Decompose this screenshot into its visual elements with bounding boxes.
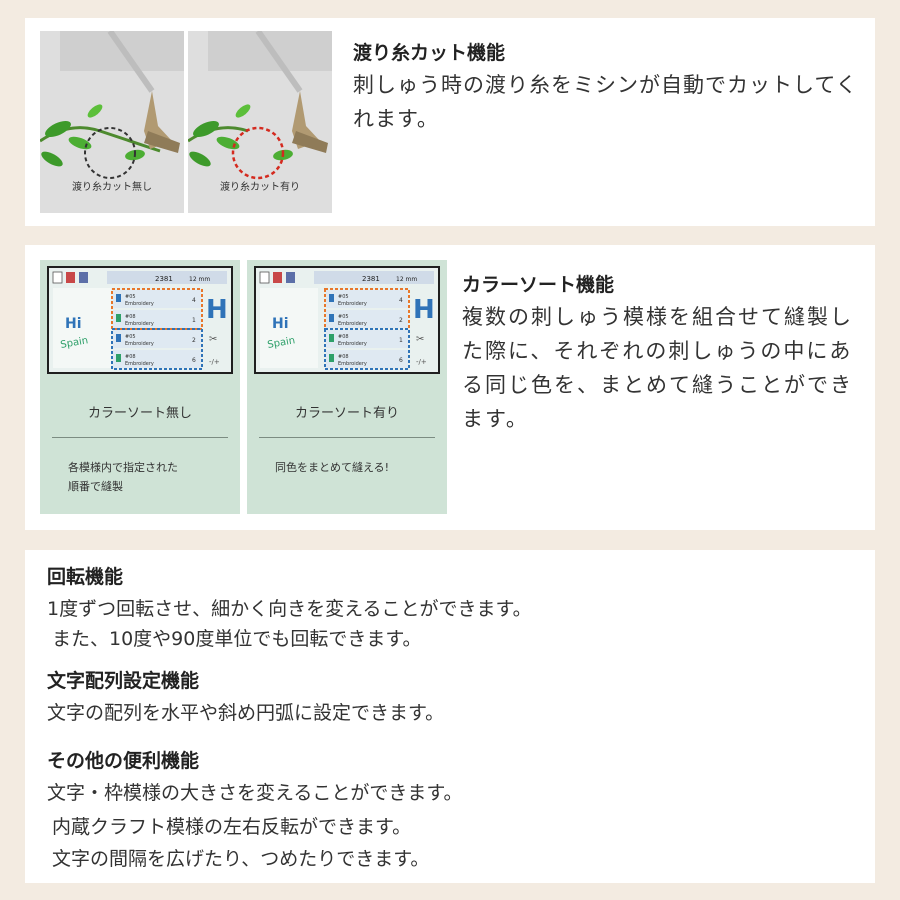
svg-text:4: 4 <box>192 297 196 304</box>
color-sort-on-panel: 2381 12 mm Hi Spain #05 Embroidery #05 <box>247 260 447 514</box>
thread-cut-off-photo: 渡り糸カット無し <box>40 31 184 213</box>
text-layout-title: 文字配列設定機能 <box>47 670 200 692</box>
svg-text:Embroidery: Embroidery <box>125 341 154 347</box>
misc-line-2: 内蔵クラフト模様の左右反転ができます。 <box>52 816 412 838</box>
panel-divider <box>259 437 435 438</box>
thread-cut-card: 渡り糸カット無し 渡り糸カット有り 渡り糸カット機能 刺しゅう時の渡り糸をミシン… <box>25 18 875 226</box>
svg-text:#08: #08 <box>338 354 349 360</box>
svg-text:Hi: Hi <box>65 316 82 332</box>
svg-text:2: 2 <box>399 317 403 324</box>
svg-text:Embroidery: Embroidery <box>125 301 154 307</box>
svg-text:#05: #05 <box>125 334 136 340</box>
svg-text:-/+: -/+ <box>416 358 427 366</box>
svg-text:Embroidery: Embroidery <box>338 341 367 347</box>
lcd-screen-content: 2381 12 mm Hi Spain #05 Embroidery <box>52 271 228 370</box>
svg-text:Embroidery: Embroidery <box>338 361 367 367</box>
svg-text:#08: #08 <box>125 314 136 320</box>
svg-text:2381: 2381 <box>362 275 380 283</box>
svg-text:✂: ✂ <box>416 334 424 345</box>
svg-text:Spain: Spain <box>267 335 296 351</box>
svg-text:Embroidery: Embroidery <box>338 321 367 327</box>
color-sort-off-label: カラーソート無し <box>87 406 192 421</box>
svg-text:12 mm: 12 mm <box>189 276 210 283</box>
color-sort-on-label: カラーソート有り <box>294 406 399 421</box>
svg-text:6: 6 <box>192 357 196 364</box>
svg-text:Embroidery: Embroidery <box>125 321 154 327</box>
lcd-screen: 2381 12 mm Hi Spain #05 Embroidery #05 <box>254 266 440 374</box>
rotate-line-2: また、10度や90度単位でも回転できます。 <box>52 628 422 650</box>
svg-text:Hi: Hi <box>272 316 289 332</box>
color-sort-title: カラーソート機能 <box>462 274 615 296</box>
svg-text:#08: #08 <box>125 354 136 360</box>
svg-text:#08: #08 <box>338 334 349 340</box>
svg-text:12 mm: 12 mm <box>396 276 417 283</box>
rotate-line-1: 1度ずつ回転させ、細かく向きを変えることができます。 <box>47 598 532 620</box>
svg-text:#05: #05 <box>125 294 136 300</box>
svg-text:-/+: -/+ <box>209 358 220 366</box>
misc-line-3: 文字の間隔を広げたり、つめたりできます。 <box>52 848 430 870</box>
color-sort-off-note: 各模様内で指定された 順番で縫製 <box>68 458 228 496</box>
svg-text:1: 1 <box>399 337 403 344</box>
svg-text:✂: ✂ <box>209 334 217 345</box>
svg-text:6: 6 <box>399 357 403 364</box>
color-sort-card: 2381 12 mm Hi Spain #05 Embroidery <box>25 245 875 530</box>
svg-text:#05: #05 <box>338 294 349 300</box>
svg-text:#05: #05 <box>338 314 349 320</box>
svg-text:Embroidery: Embroidery <box>338 301 367 307</box>
svg-text:2: 2 <box>192 337 196 344</box>
svg-text:Embroidery: Embroidery <box>125 361 154 367</box>
note-line: 各模様内で指定された <box>68 461 178 474</box>
other-features-card: 回転機能 1度ずつ回転させ、細かく向きを変えることができます。 また、10度や9… <box>25 550 875 883</box>
embroidery-photo-illustration <box>40 31 184 213</box>
color-sort-on-note: 同色をまとめて縫える! <box>275 458 435 477</box>
misc-title: その他の便利機能 <box>47 750 200 772</box>
lcd-screen: 2381 12 mm Hi Spain #05 Embroidery <box>47 266 233 374</box>
embroidery-photo-illustration <box>188 31 332 213</box>
color-sort-description: 複数の刺しゅう模様を組合せて縫製した際に、それぞれの刺しゅうの中にある同じ色を、… <box>462 305 853 431</box>
svg-text:Spain: Spain <box>60 335 89 351</box>
text-layout-line-1: 文字の配列を水平や斜め円弧に設定できます。 <box>47 702 445 724</box>
thread-cut-off-caption: 渡り糸カット無し <box>72 182 152 193</box>
color-sort-off-panel: 2381 12 mm Hi Spain #05 Embroidery <box>40 260 240 514</box>
misc-line-1: 文字・枠模様の大きさを変えることができます。 <box>47 782 463 804</box>
svg-text:H: H <box>413 295 435 325</box>
thread-cut-on-caption: 渡り糸カット有り <box>220 182 300 193</box>
svg-text:H: H <box>206 295 228 325</box>
note-line: 順番で縫製 <box>68 480 123 493</box>
panel-divider <box>52 437 228 438</box>
thread-cut-on-photo: 渡り糸カット有り <box>188 31 332 213</box>
note-line: 同色をまとめて縫える! <box>275 461 390 474</box>
lcd-screen-content: 2381 12 mm Hi Spain #05 Embroidery #05 <box>259 271 435 370</box>
thread-cut-description: 刺しゅう時の渡り糸をミシンが自動でカットしてくれます。 <box>353 73 858 131</box>
thread-cut-title: 渡り糸カット機能 <box>353 42 506 64</box>
svg-text:4: 4 <box>399 297 403 304</box>
svg-text:1: 1 <box>192 317 196 324</box>
rotate-title: 回転機能 <box>47 566 124 588</box>
svg-text:2381: 2381 <box>155 275 173 283</box>
